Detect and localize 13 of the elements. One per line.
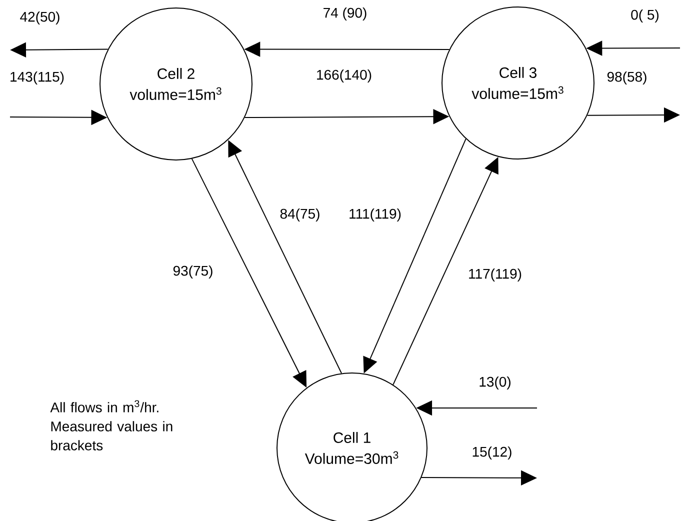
edge-label: 111(119) [350,208,401,222]
edge-label: 84(75) [280,208,320,222]
edge-label: 13(0) [480,376,510,390]
edge-label: 93(75) [173,265,212,278]
edge-label: 74 (90) [324,7,366,21]
edge-label: 117(119) [469,268,522,282]
edge-label: 166(140) [317,69,372,83]
edge-label: 15(12) [472,446,512,460]
edge-label: 42(50) [20,11,60,25]
edge-label: 98(58) [607,71,646,85]
note-text: All flows in m$^{3}$/hr. Measured values in brackets [50,400,172,450]
edge-label: 143(115) [10,71,64,85]
edge-label: 0( 5) [631,9,658,23]
